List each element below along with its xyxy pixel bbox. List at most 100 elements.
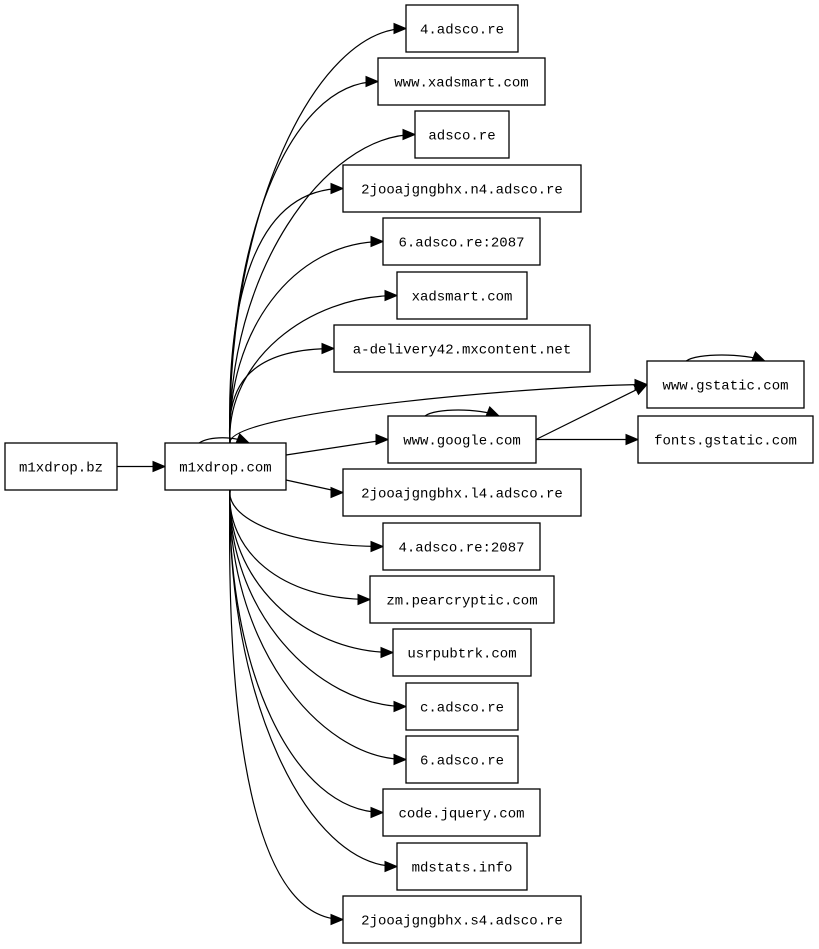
graph-node: m1xdrop.bz [4,442,118,491]
graph-edge [229,235,385,444]
graph-node: mdstats.info [396,842,528,891]
node-label: 6.adsco.re:2087 [398,236,524,252]
arrow-head [393,700,408,713]
graph-edge [229,489,345,926]
arrow-head [330,913,345,926]
edge-line [229,489,407,761]
edge-line [229,240,384,444]
graph-node: xadsmart.com [396,271,528,320]
graph-edge [229,489,372,606]
node-box [396,842,528,891]
node-label: 2jooajgngbhx.l4.adsco.re [361,487,563,503]
graph-node: 6.adsco.re:2087 [382,217,541,266]
edge-line [229,489,384,548]
node-box [405,735,519,784]
node-box [405,682,519,731]
edge-line [229,383,648,444]
graph-node: fonts.gstatic.com [637,415,814,464]
arrow-head [330,486,345,499]
graph-edge [229,182,345,444]
graph-edge [229,128,417,444]
graph-edge [229,489,395,659]
edge-line [229,489,344,921]
graph-node: 2jooajgngbhx.n4.adsco.re [342,164,582,213]
arrow-head [321,342,336,355]
graph-edge [229,22,408,444]
graph-node: usrpubtrk.com [392,628,532,677]
edge-line [229,133,416,444]
node-label: www.xadsmart.com [394,76,528,92]
edge-line [229,27,407,444]
edge-line [229,294,398,444]
arrow-head [380,646,395,659]
node-label: mdstats.info [412,861,513,877]
arrow-head [235,433,251,444]
graph-edge [229,489,408,713]
arrow-head [370,806,385,819]
arrow-head [625,433,640,446]
node-box [369,575,555,624]
node-box [382,522,541,571]
graph-node: 6.adsco.re [405,735,519,784]
node-label: fonts.gstatic.com [654,434,797,450]
arrow-head [393,22,408,35]
arrow-head [393,753,408,766]
node-box [392,628,532,677]
graph-edge [285,479,345,499]
edge-line [229,489,394,654]
arrow-head [384,860,399,873]
node-label: code.jquery.com [398,807,524,823]
edge-line [229,489,371,601]
arrow-head [633,383,649,396]
edge-line [228,347,335,444]
arrow-head [485,406,501,417]
graph-node: a-delivery42.mxcontent.net [333,324,591,373]
edge-line [229,489,407,708]
node-label: 4.adsco.re [420,23,504,39]
arrow-head [370,235,385,248]
graph-edge [229,489,385,553]
graph-edge [285,433,390,456]
graph-edge [229,489,408,766]
node-box [646,360,805,409]
graph-node: adsco.re [414,110,510,159]
node-box [164,442,287,491]
node-label: 6.adsco.re [420,754,504,770]
node-label: zm.pearcryptic.com [386,594,537,610]
node-box [396,271,528,320]
graph-edge [198,433,251,444]
node-box [342,468,582,517]
edge-line [229,489,384,814]
node-box [637,415,814,464]
arrow-head [330,182,345,195]
node-box [4,442,118,491]
node-label: xadsmart.com [412,290,513,306]
arrow-head [384,289,399,302]
node-label: adsco.re [428,129,495,145]
node-label: www.google.com [403,434,521,450]
graph-node: 4.adsco.re [405,4,519,53]
node-box [414,110,510,159]
node-label: 2jooajgngbhx.s4.adsco.re [361,914,563,930]
graph-node: code.jquery.com [382,788,541,837]
node-label: m1xdrop.bz [19,461,103,477]
edge-line [285,438,389,456]
node-label: m1xdrop.com [179,461,271,477]
graph-edge [228,342,336,444]
graph-edge [535,383,649,441]
node-box [333,324,591,373]
node-label: 2jooajgngbhx.n4.adsco.re [361,183,563,199]
graph-edge [229,289,399,444]
arrow-head [370,540,385,553]
graph-node: www.gstatic.com [646,360,805,409]
graph-node: 2jooajgngbhx.l4.adsco.re [342,468,582,517]
graph-node: 2jooajgngbhx.s4.adsco.re [342,895,582,944]
graph-node: www.google.com [387,415,537,464]
graph-node: zm.pearcryptic.com [369,575,555,624]
arrow-head [375,433,390,446]
node-label: 4.adsco.re:2087 [398,541,524,557]
graph-node: c.adsco.re [405,682,519,731]
graph-edge [424,406,501,417]
node-box [382,217,541,266]
